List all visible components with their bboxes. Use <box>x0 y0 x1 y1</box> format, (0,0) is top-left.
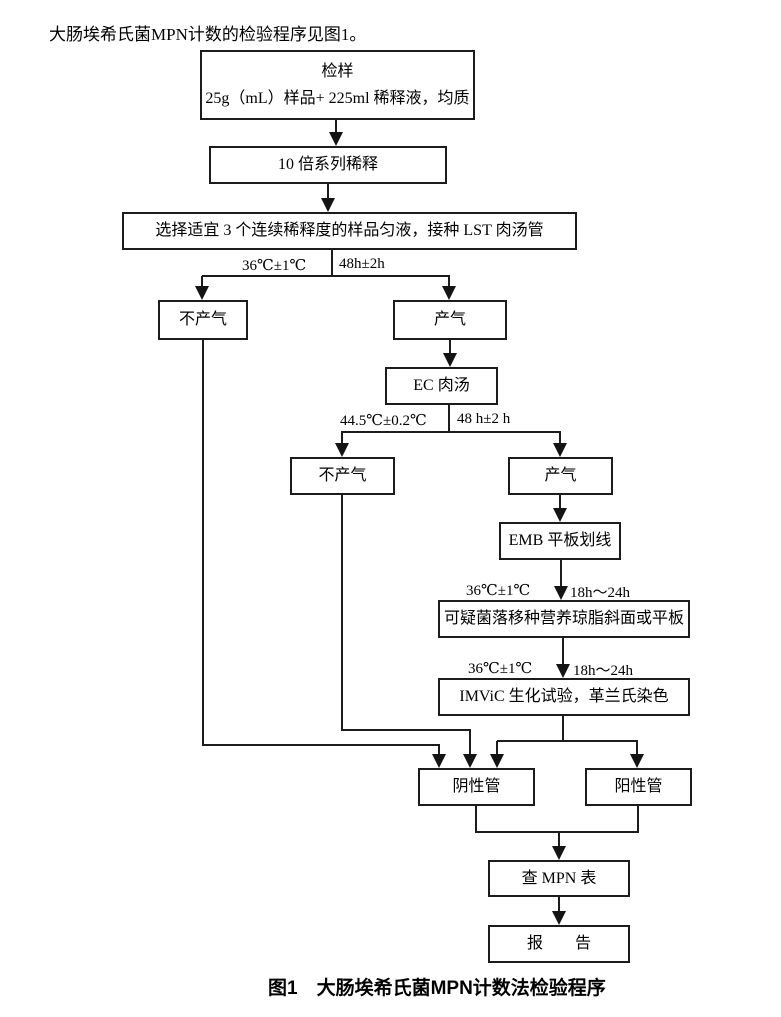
condition-imvic-temp: 36℃±1℃ <box>468 661 533 677</box>
select-label: 选择适宜 3 个连续稀释度的样品匀液，接种 LST 肉汤管 <box>155 222 544 239</box>
report-label: 报 告 <box>526 935 591 952</box>
emb-plate-label: EMB 平板划线 <box>508 532 612 549</box>
arrowhead-down-icon <box>335 443 349 457</box>
ec-broth-label: EC 肉汤 <box>413 377 470 394</box>
arrowhead-down-icon <box>490 754 504 768</box>
negative-tubes-label: 阴性管 <box>452 778 501 795</box>
connector-imvic-stub <box>562 716 564 742</box>
branch3-horizontal <box>497 740 638 742</box>
mpn-table-label: 查 MPN 表 <box>521 869 597 887</box>
dilution-label: 10 倍系列稀释 <box>277 156 378 173</box>
connector-dilution-select <box>327 184 329 200</box>
arrowhead-down-icon <box>432 754 446 768</box>
flow-box-negative-tubes: 阴性管 <box>418 768 535 806</box>
arrowhead-down-icon <box>553 508 567 522</box>
connector-select-stub <box>331 250 333 277</box>
branch1-left-drop <box>201 276 203 288</box>
flow-box-suspect-colony: 可疑菌落移种营养琼脂斜面或平板 <box>438 600 690 638</box>
connector-ec-stub <box>448 405 450 432</box>
arrowhead-down-icon <box>329 132 343 146</box>
arrowhead-down-icon <box>556 664 570 678</box>
condition-ec-temp: 44.5℃±0.2℃ <box>340 413 427 429</box>
condition-emb-temp: 36℃±1℃ <box>466 583 531 599</box>
arrowhead-down-icon <box>552 911 566 925</box>
condition-lst-time: 48h±2h <box>339 256 385 272</box>
flow-box-mpn-table: 查 MPN 表 <box>488 860 630 897</box>
connector-negative-down <box>475 806 477 833</box>
intro-text: 大肠埃希氏菌MPN计数的检验程序见图1。 <box>49 25 367 44</box>
flow-box-emb-plate: EMB 平板划线 <box>499 522 621 560</box>
arrowhead-down-icon <box>463 754 477 768</box>
flow-box-gas-2: 产气 <box>508 457 613 495</box>
arrowhead-down-icon <box>321 198 335 212</box>
branch2-left-drop <box>341 431 343 445</box>
flow-box-no-gas-1: 不产气 <box>158 300 248 340</box>
condition-emb-time: 18h～24h <box>570 585 631 601</box>
flow-box-dilution: 10 倍系列稀释 <box>209 146 447 184</box>
connector-positive-down <box>637 806 639 833</box>
flow-box-positive-tubes: 阳性管 <box>585 768 692 806</box>
gas-1-label: 产气 <box>433 311 466 328</box>
arrowhead-down-icon <box>630 754 644 768</box>
imvic-label: IMViC 生化试验，革兰氏染色 <box>459 688 669 705</box>
flow-box-ec-broth: EC 肉汤 <box>385 367 498 405</box>
flow-box-select-dilutions: 选择适宜 3 个连续稀释度的样品匀液，接种 LST 肉汤管 <box>122 212 577 250</box>
arrowhead-down-icon <box>195 286 209 300</box>
condition-lst-temp: 36℃±1℃ <box>242 258 307 274</box>
connector-nogas2-long <box>341 495 343 731</box>
arrowhead-down-icon <box>442 286 456 300</box>
connector-gas2-emb <box>559 495 561 510</box>
connector-nogas1-long <box>202 340 204 746</box>
positive-tubes-label: 阳性管 <box>614 778 663 795</box>
condition-ec-time: 48 h±2 h <box>457 411 511 427</box>
flow-box-gas-1: 产气 <box>393 300 507 340</box>
condition-imvic-time: 18h～24h <box>573 663 634 679</box>
branch1-horizontal <box>202 275 450 277</box>
branch3-left-drop <box>496 741 498 755</box>
flow-box-no-gas-2: 不产气 <box>290 457 395 495</box>
suspect-colony-label: 可疑菌落移种营养琼脂斜面或平板 <box>443 610 684 627</box>
sample-detail: 25g（mL）样品+ 225ml 稀释液，均质 <box>205 89 470 107</box>
connector-nogas2-drop <box>469 729 471 756</box>
no-gas-2-label: 不产气 <box>318 467 367 484</box>
sample-title: 检样 <box>321 62 354 80</box>
connector-gas1-ec <box>449 340 451 355</box>
merge-horizontal <box>475 831 639 833</box>
arrowhead-down-icon <box>553 443 567 457</box>
arrowhead-down-icon <box>554 586 568 600</box>
flow-box-report: 报 告 <box>488 925 630 963</box>
branch2-horizontal <box>342 431 560 433</box>
connector-sample-dilution <box>335 120 337 134</box>
no-gas-1-label: 不产气 <box>178 311 227 328</box>
flow-box-sample: 检样 25g（mL）样品+ 225ml 稀释液，均质 <box>200 50 475 120</box>
arrowhead-down-icon <box>443 353 457 367</box>
branch2-right-drop <box>559 431 561 445</box>
connector-mpn-report <box>558 897 560 913</box>
figure-caption: 图1 大肠埃希氏菌MPN计数法检验程序 <box>268 978 606 999</box>
connector-nogas1-drop <box>438 744 440 756</box>
connector-nogas2-horizontal <box>341 729 471 731</box>
connector-suspect-imvic <box>562 638 564 666</box>
flow-box-imvic: IMViC 生化试验，革兰氏染色 <box>438 678 690 716</box>
connector-nogas1-horizontal <box>202 744 440 746</box>
connector-merge-mpn <box>558 832 560 848</box>
branch1-right-drop <box>448 276 450 288</box>
arrowhead-down-icon <box>552 846 566 860</box>
gas-2-label: 产气 <box>544 467 577 484</box>
connector-emb-suspect <box>560 560 562 588</box>
branch3-right-drop <box>636 741 638 755</box>
